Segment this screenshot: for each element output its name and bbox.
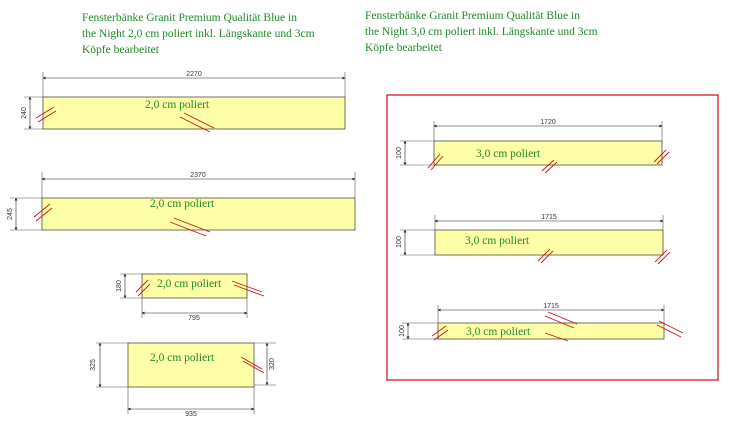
panel-795: 180 2,0 cm poliert 795 [116,273,265,322]
header-left-line-3: Köpfe bearbeitet [82,44,159,56]
header-left-line-2: the Night 2,0 cm poliert inkl. Längskant… [82,28,315,40]
dim-length-2370: 2370 [190,172,206,179]
panel-1720-body [433,140,663,166]
edge-mark [135,279,265,297]
dim-depth-100-b: 100 [399,325,406,337]
edge-mark [240,356,265,374]
header-right-line-1: Fensterbänke Granit Premium Qualität Blu… [365,10,580,22]
header-left-line-1: Fensterbänke Granit Premium Qualität Blu… [82,12,297,24]
panel-1715-b-label: 3,0 cm poliert [466,326,531,338]
panel-795-body [141,273,248,299]
dim-depth-100-a: 100 [396,236,403,248]
panel-2270: 2270 240 2,0 cm poliert [21,71,346,133]
panel-795-label: 2,0 cm poliert [157,278,222,290]
highlight-box-3cm [386,94,719,381]
panel-1715-b-body [437,322,665,340]
edge-mark [431,311,684,342]
dim-depth-180: 180 [116,280,123,292]
header-right-line-3: Köpfe bearbeitet [365,42,442,54]
panel-2370: 2370 245 2,0 cm poliert [7,172,356,237]
header-left-description: Fensterbänke Granit Premium Qualität Blu… [82,10,342,58]
panel-935-body [127,342,255,388]
panel-2370-body [41,197,356,231]
panel-2370-label: 2,0 cm poliert [150,198,215,210]
panel-1715-b: 1715 100 3,0 cm poliert [399,303,684,342]
panel-1720: 1720 100 3,0 cm poliert [396,119,670,174]
edge-mark [33,203,211,237]
dim-length-2270: 2270 [186,71,202,78]
dim-length-935: 935 [185,411,197,418]
dim-length-1715-b: 1715 [543,303,559,310]
edge-mark [35,106,215,133]
dim-depth-100: 100 [396,147,403,159]
header-right-description: Fensterbänke Granit Premium Qualität Blu… [365,8,665,56]
panel-935-label: 2,0 cm poliert [150,352,215,364]
edge-mark [537,248,671,265]
panel-935: 325 320 2,0 cm poliert 935 [90,342,276,418]
dim-length-1720: 1720 [540,119,556,126]
header-right-line-2: the Night 3,0 cm poliert inkl. Längskant… [365,26,598,38]
dim-depth-325: 325 [90,359,97,371]
dim-length-795: 795 [188,315,200,322]
dim-length-1715-a: 1715 [541,214,557,221]
panel-1715-a: 1715 100 3,0 cm poliert [396,214,671,265]
panel-2270-label: 2,0 cm poliert [145,99,210,111]
edge-mark [427,149,670,174]
dim-depth-245: 245 [7,208,14,220]
panel-1715-a-label: 3,0 cm poliert [465,235,530,247]
dim-depth-320: 320 [269,358,276,370]
panel-1720-label: 3,0 cm poliert [476,148,541,160]
dim-depth-240: 240 [21,107,28,119]
